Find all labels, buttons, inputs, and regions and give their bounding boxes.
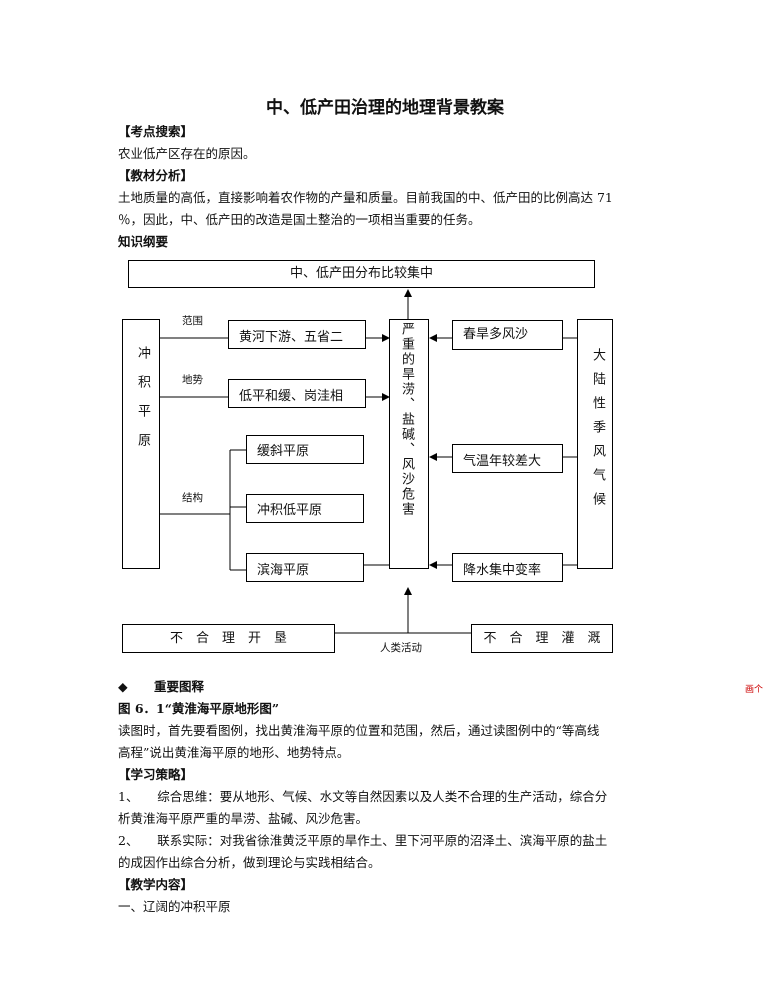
box-dishi: 低平和缓、岗洼相 (228, 379, 366, 408)
right-box: 大陆性季风气候 (577, 319, 613, 569)
right-box-text: 大陆性季风气候 (590, 348, 605, 516)
strategy-header: 【学习策略】 (118, 767, 194, 782)
kaodian-text: 农业低产区存在的原因。 (118, 146, 256, 161)
box-bottom-right: 不 合 理 灌 溉 (471, 624, 613, 653)
label-dishi: 地势 (182, 374, 203, 386)
box-right-3: 降水集中变率 (452, 553, 563, 582)
strategy-item1-line2: 析黄淮海平原严重的旱涝、盐碱、风沙危害。 (118, 811, 369, 826)
page-title: 中、低产田治理的地理背景教案 (266, 98, 504, 118)
box-fanwei: 黄河下游、五省二 (228, 320, 366, 349)
bullet-icon: ◆ (118, 679, 128, 694)
box-right-1: 春旱多风沙 (452, 320, 563, 350)
jiaocai-text-2: ％，因此，中、低产田的改造是国土整治的一项相当重要的任务。 (118, 212, 481, 227)
box-jiegou-1: 缓斜平原 (246, 435, 364, 464)
center-box: 严重的旱涝、盐碱、风沙危害 (389, 319, 429, 569)
important-figures-row: ◆ 重要图释 (118, 676, 658, 698)
strategy-item2-line1: 2、 联系实际：对我省徐淮黄泛平原的旱作土、里下河平原的沼泽土、滨海平原的盐土 (118, 833, 608, 848)
label-jiegou: 结构 (182, 492, 203, 504)
box-jiegou-2: 冲积低平原 (246, 494, 364, 523)
margin-note: 画个 (745, 685, 764, 695)
center-box-text: 严重的旱涝、盐碱、风沙危害 (399, 322, 414, 517)
kaodian-header: 【考点搜索】 (118, 124, 194, 139)
content-item1: 一、辽阔的冲积平原 (118, 899, 231, 914)
label-human-activity: 人类活动 (380, 642, 422, 654)
top-box: 中、低产田分布比较集中 (128, 260, 595, 288)
figure-text-1: 读图时，首先要看图例，找出黄淮海平原的位置和范围，然后，通过读图例中的“等高线 (118, 723, 600, 738)
left-box: 冲积平原 (122, 319, 160, 569)
strategy-item2-line2: 的成因作出综合分析，做到理论与实践相结合。 (118, 855, 381, 870)
strategy-item1-line1: 1、 综合思维：要从地形、气候、水文等自然因素以及人类不合理的生产活动，综合分 (118, 789, 608, 804)
jiaocai-text-1: 土地质量的高低，直接影响着农作物的产量和质量。目前我国的中、低产田的比例高达 7… (118, 190, 613, 205)
figure-text-2: 高程”说出黄淮海平原的地形、地势特点。 (118, 745, 350, 760)
box-right-2: 气温年较差大 (452, 444, 563, 473)
content-header: 【教学内容】 (118, 877, 194, 892)
box-bottom-left: 不 合 理 开 垦 (122, 624, 335, 653)
figure-title: 图 6．1“黄淮海平原地形图” (118, 701, 280, 716)
box-jiegou-3: 滨海平原 (246, 553, 364, 582)
important-label: 重要图释 (153, 679, 204, 694)
zhishi-header: 知识纲要 (118, 234, 169, 249)
left-box-text: 冲积平原 (135, 346, 150, 462)
label-fanwei: 范围 (182, 315, 203, 327)
jiaocai-header: 【教材分析】 (118, 168, 194, 183)
